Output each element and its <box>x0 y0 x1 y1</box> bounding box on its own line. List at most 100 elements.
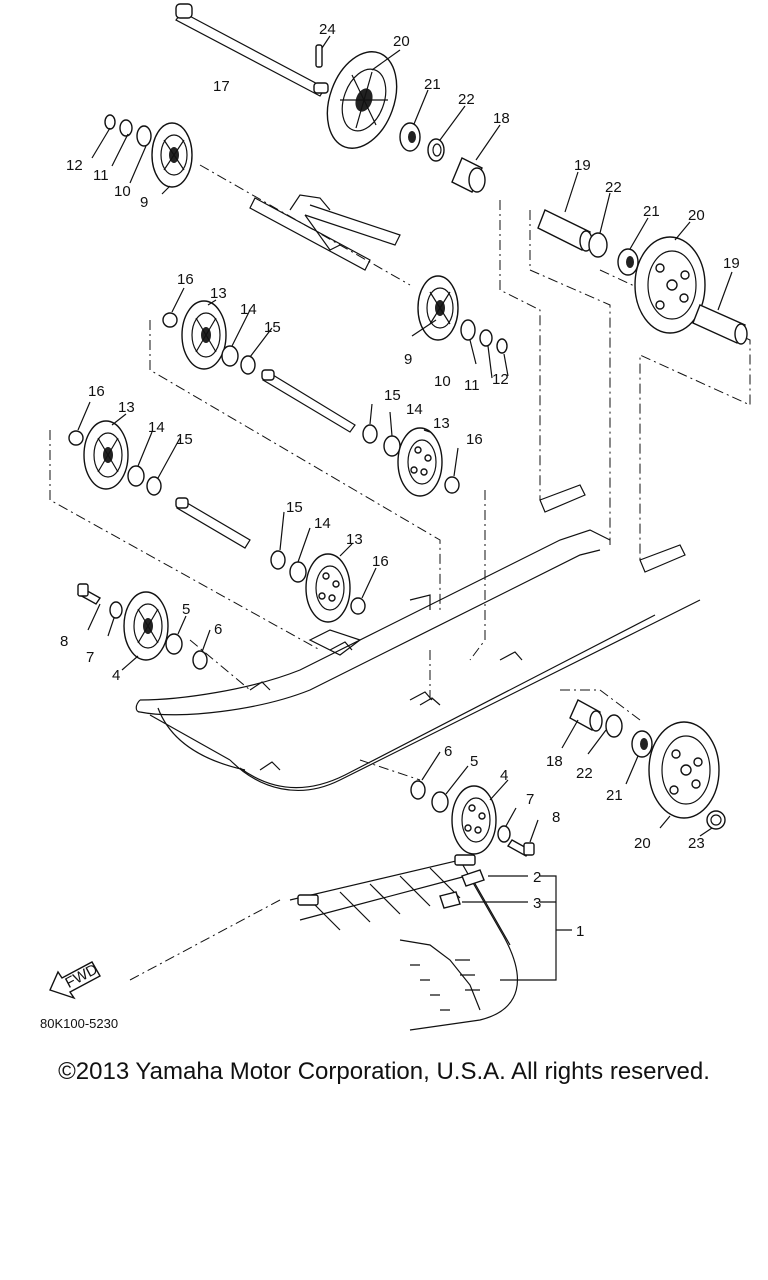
label-7: 7 <box>86 649 94 666</box>
figure-code: 80K100-5230 <box>40 1016 119 1031</box>
label-22: 22 <box>576 765 593 782</box>
front-wheel-4-a <box>123 591 169 661</box>
bearing-14-b <box>383 435 401 457</box>
label-22: 22 <box>605 179 622 196</box>
circlip-22-lower <box>605 714 623 738</box>
label-21: 21 <box>643 203 660 220</box>
wheel-13-c <box>83 420 129 490</box>
collar-19-left <box>537 209 593 252</box>
label-11: 11 <box>93 167 109 184</box>
label-14: 14 <box>240 301 257 318</box>
circlip-15-d <box>270 550 286 570</box>
collar-18-lower <box>569 699 603 732</box>
upper-cross-shaft <box>249 194 401 271</box>
bearing-21-lower <box>631 730 653 758</box>
bolt-8-b <box>506 839 535 857</box>
label-6: 6 <box>214 621 222 638</box>
collar-18-upper <box>451 157 486 193</box>
cap-16-c <box>68 430 84 446</box>
label-9: 9 <box>404 351 412 368</box>
label-14: 14 <box>314 515 331 532</box>
fwd-label: FWD <box>62 961 100 992</box>
collar-19-right <box>692 304 748 345</box>
label-14: 14 <box>406 401 423 418</box>
label-24: 24 <box>319 21 336 38</box>
label-18: 18 <box>546 753 563 770</box>
label-leaders <box>77 35 733 843</box>
bearing-21-right <box>617 248 639 276</box>
cap-16-d <box>350 597 366 615</box>
copyright-notice: ©2013 Yamaha Motor Corporation, U.S.A. A… <box>58 1058 710 1085</box>
label-20: 20 <box>634 835 651 852</box>
washer-11-upper <box>119 119 133 137</box>
label-17: 17 <box>213 78 230 95</box>
label-23: 23 <box>688 835 705 852</box>
label-18: 18 <box>493 110 510 127</box>
exploded-parts-diagram: FWD 24 20 17 21 22 18 12 11 10 9 19 22 2… <box>49 3 751 1031</box>
bearing-10-upper <box>136 125 152 147</box>
label-13: 13 <box>346 531 363 548</box>
bearing-14-c <box>127 465 145 487</box>
rear-wheel-20-lower <box>648 721 720 819</box>
front-wheel-4-b <box>451 785 497 855</box>
middle-shaft-a <box>261 369 356 433</box>
fwd-arrow-icon <box>49 961 101 1000</box>
label-12: 12 <box>66 157 83 174</box>
label-22: 22 <box>458 91 475 108</box>
circlip-22-upper <box>427 138 445 162</box>
label-15: 15 <box>176 431 193 448</box>
leader-lines-1-2-3 <box>462 875 572 981</box>
middle-shaft-b <box>175 497 251 549</box>
label-9: 9 <box>140 194 148 211</box>
idler-wheel-9-right <box>417 275 459 341</box>
label-7: 7 <box>526 791 534 808</box>
clip-2 <box>461 869 485 887</box>
label-3: 3 <box>533 895 541 912</box>
cap-23 <box>706 810 726 830</box>
key-24 <box>315 44 323 68</box>
circlip-15-a <box>240 355 256 375</box>
washer-12-right <box>496 338 508 354</box>
cap-16-b <box>444 476 460 494</box>
bearing-14-d <box>289 561 307 583</box>
circlip-15-c <box>146 476 162 496</box>
label-10: 10 <box>434 373 451 390</box>
circlip-15-b <box>362 424 378 444</box>
label-20: 20 <box>393 33 410 50</box>
label-19: 19 <box>574 157 591 174</box>
label-14: 14 <box>148 419 165 436</box>
label-2: 2 <box>533 869 541 886</box>
rear-wheel-upper <box>326 51 398 149</box>
circlip-6-a <box>192 650 208 670</box>
part-number-labels: 24 20 17 21 22 18 12 11 10 9 19 22 21 20… <box>60 21 740 940</box>
label-21: 21 <box>606 787 623 804</box>
label-13: 13 <box>210 285 227 302</box>
label-5: 5 <box>182 601 190 618</box>
bearing-5-a <box>165 633 183 655</box>
label-15: 15 <box>286 499 303 516</box>
label-21: 21 <box>424 76 441 93</box>
label-16: 16 <box>466 431 483 448</box>
bearing-14-a <box>221 345 239 367</box>
circlip-6-b <box>410 780 426 800</box>
rear-axle <box>175 3 329 97</box>
label-16: 16 <box>88 383 105 400</box>
label-20: 20 <box>688 207 705 224</box>
label-16: 16 <box>372 553 389 570</box>
washer-7-b <box>497 825 511 843</box>
clip-3 <box>439 891 461 909</box>
washer-11-right <box>479 329 493 347</box>
bearing-21-upper <box>399 122 421 152</box>
wheel-13-d <box>305 553 351 623</box>
label-10: 10 <box>114 183 131 200</box>
wheel-13-b <box>397 427 443 497</box>
rear-wheel-20-right <box>634 236 706 334</box>
bearing-5-b <box>431 791 449 813</box>
washer-12-upper <box>104 114 116 130</box>
circlip-22-right <box>588 232 608 258</box>
label-8: 8 <box>60 633 68 650</box>
idler-wheel-9-upper-left <box>151 122 193 188</box>
label-1: 1 <box>576 923 584 940</box>
label-19: 19 <box>723 255 740 272</box>
label-6: 6 <box>444 743 452 760</box>
